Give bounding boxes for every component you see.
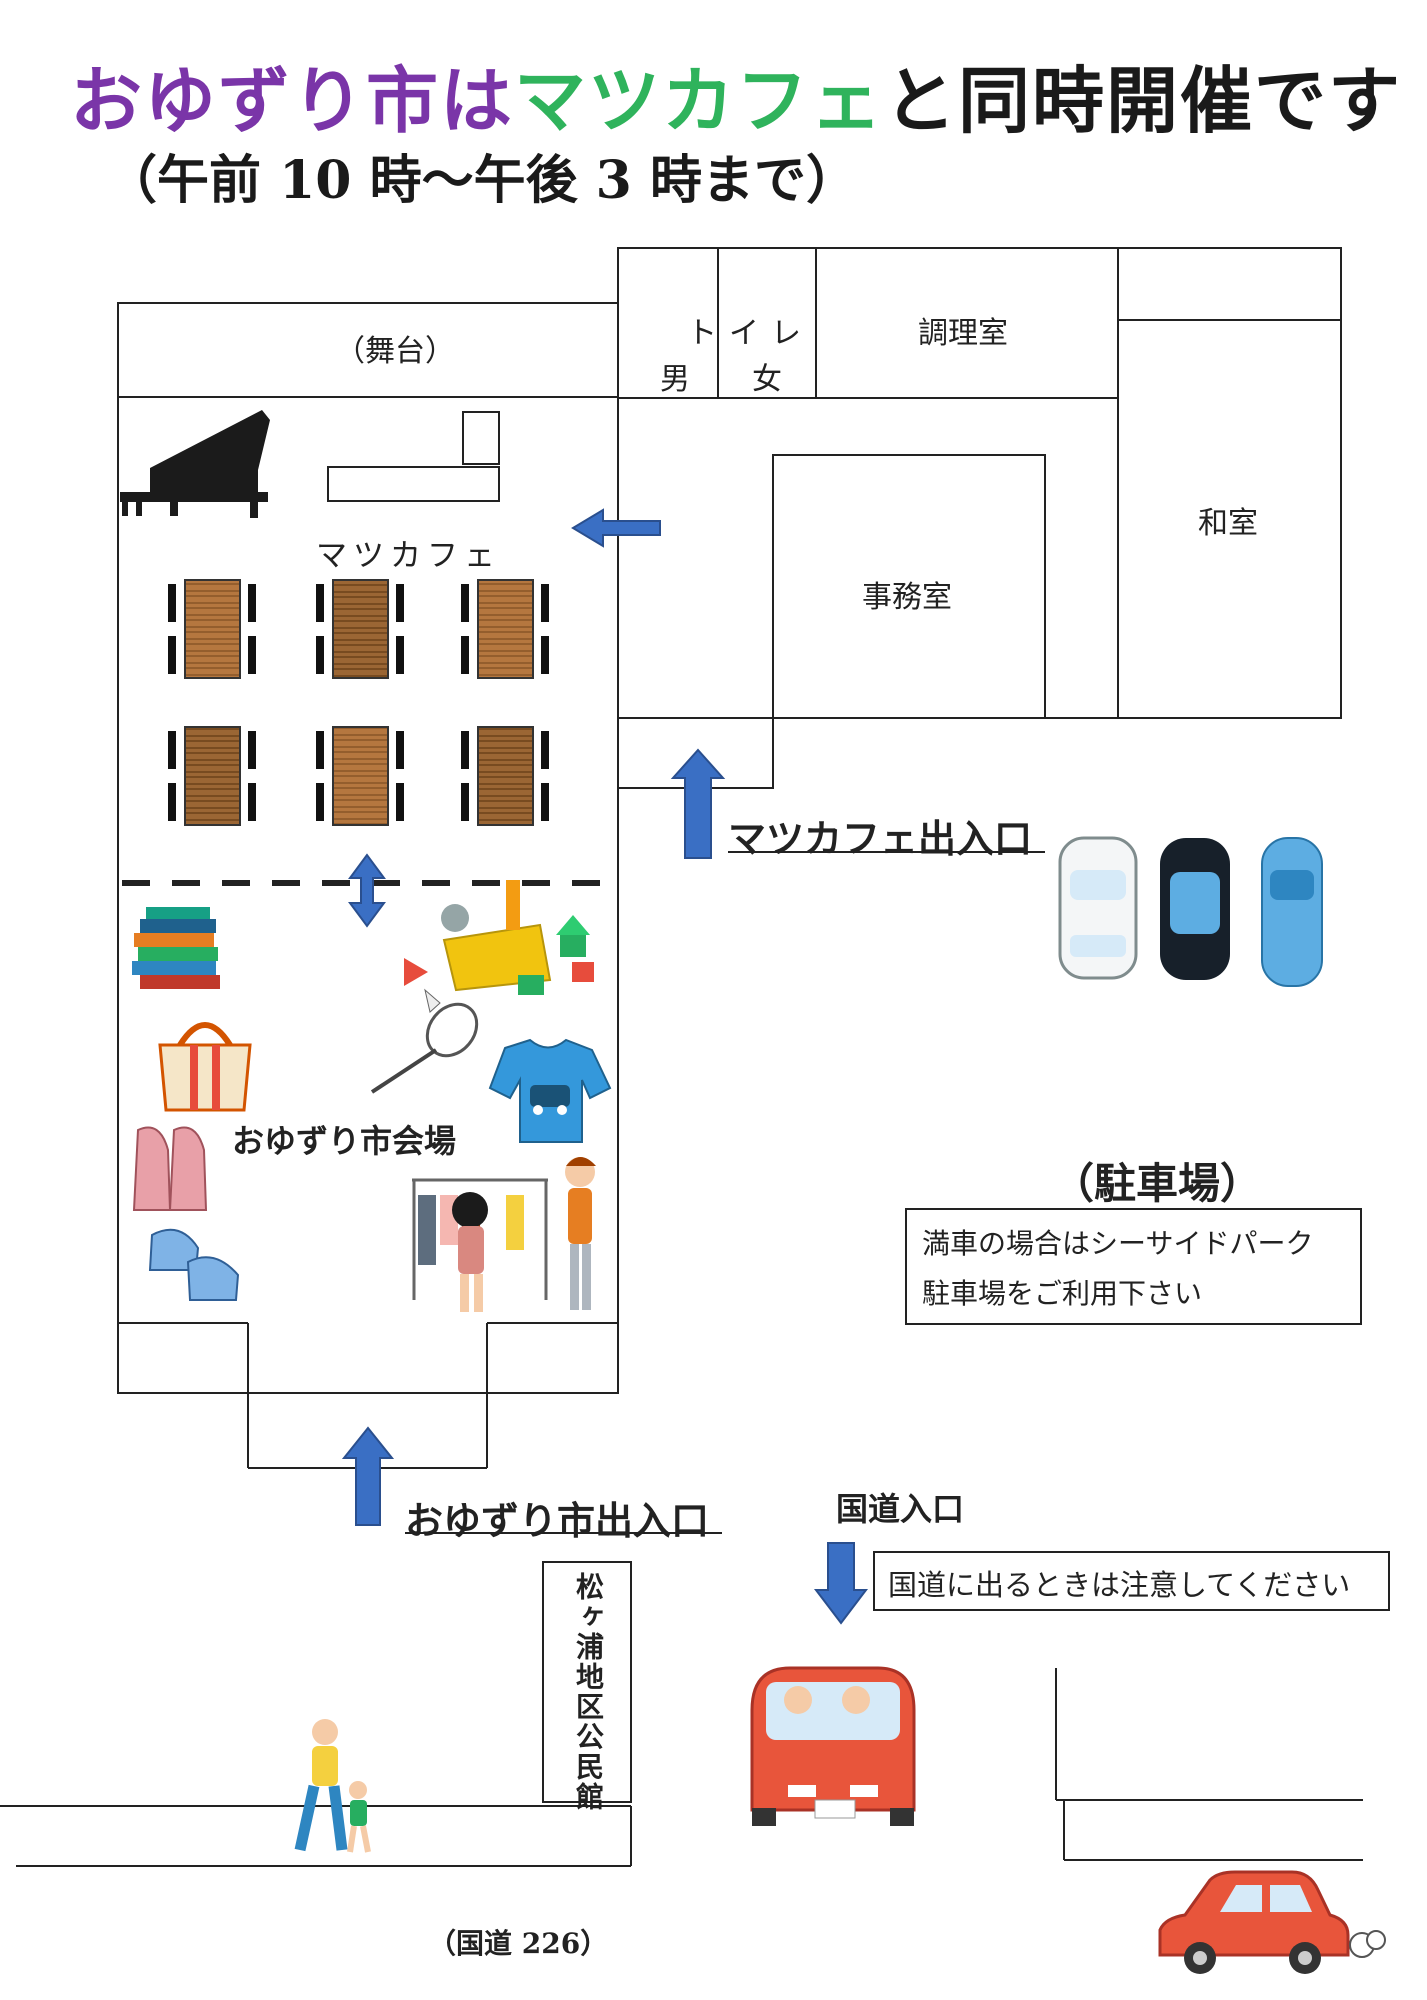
shoes-icon bbox=[132, 1126, 208, 1211]
sneakers-icon bbox=[148, 1228, 240, 1301]
badminton-icon bbox=[370, 988, 479, 1094]
cafe-entrance-arrow-icon bbox=[670, 748, 726, 859]
parking-note-line1: 満車の場合はシーサイドパーク bbox=[922, 1227, 1314, 1260]
toilet-female-label: 女 bbox=[752, 362, 782, 397]
road-label: （国道 226） bbox=[428, 1927, 609, 1960]
office-label: 事務室 bbox=[862, 580, 952, 615]
table-icon bbox=[461, 726, 549, 826]
market-area-label: おゆずり市会場 bbox=[232, 1122, 457, 1160]
toy-box-icon bbox=[404, 880, 594, 995]
parked-car-icon bbox=[1058, 836, 1323, 987]
road-caution-note: 国道に出るときは注意してください bbox=[888, 1568, 1351, 1602]
washitsu-label: 和室 bbox=[1198, 506, 1258, 541]
title-market: おゆずり市 bbox=[70, 59, 441, 143]
table-icon bbox=[168, 726, 256, 826]
toilet-label: トイレ bbox=[687, 316, 813, 351]
double-arrow-icon bbox=[348, 853, 386, 928]
road-entrance-label: 国道入口 bbox=[836, 1490, 965, 1528]
tshirt-icon bbox=[488, 1038, 612, 1143]
red-car-icon bbox=[750, 1666, 916, 1826]
clothes-rack-icon bbox=[412, 1157, 596, 1312]
table-icon bbox=[316, 579, 404, 679]
title-rest: と同時開催です bbox=[884, 59, 1403, 143]
road-arrow-icon bbox=[813, 1542, 869, 1625]
title-cafe: マツカフェ bbox=[514, 59, 885, 143]
building-name-label: 松ヶ浦地区公民館 bbox=[572, 1572, 605, 1812]
tote-bag-icon bbox=[158, 1022, 252, 1112]
page-title: おゆずり市はマツカフェと同時開催です bbox=[70, 42, 1402, 147]
page-subtitle: （午前 10 時～午後 3 時まで） bbox=[105, 150, 858, 211]
stage-label: （舞台） bbox=[335, 334, 455, 369]
table-icon bbox=[168, 579, 256, 679]
table-icon bbox=[316, 726, 404, 826]
kitchen-label: 調理室 bbox=[918, 316, 1008, 351]
parking-note-line2: 駐車場をご利用下さい bbox=[922, 1277, 1203, 1310]
table-icon bbox=[461, 579, 549, 679]
books-icon bbox=[132, 907, 220, 989]
arrow-left-icon bbox=[571, 508, 661, 548]
toilet-male-label: 男 bbox=[660, 362, 690, 397]
red-car-side-icon bbox=[1158, 1870, 1386, 1974]
walking-people-icon bbox=[294, 1719, 371, 1853]
parking-label: （駐車場） bbox=[1052, 1159, 1263, 1208]
piano-icon bbox=[120, 410, 270, 518]
title-particle: は bbox=[440, 59, 515, 143]
cafe-entrance-label: マツカフェ出入口 bbox=[728, 816, 1033, 861]
cafe-area-label: マツカフェ bbox=[316, 538, 501, 574]
market-entrance-label: おゆずり市出入口 bbox=[405, 1498, 710, 1543]
cafe-tables bbox=[168, 579, 549, 826]
market-entrance-arrow-icon bbox=[341, 1426, 395, 1526]
